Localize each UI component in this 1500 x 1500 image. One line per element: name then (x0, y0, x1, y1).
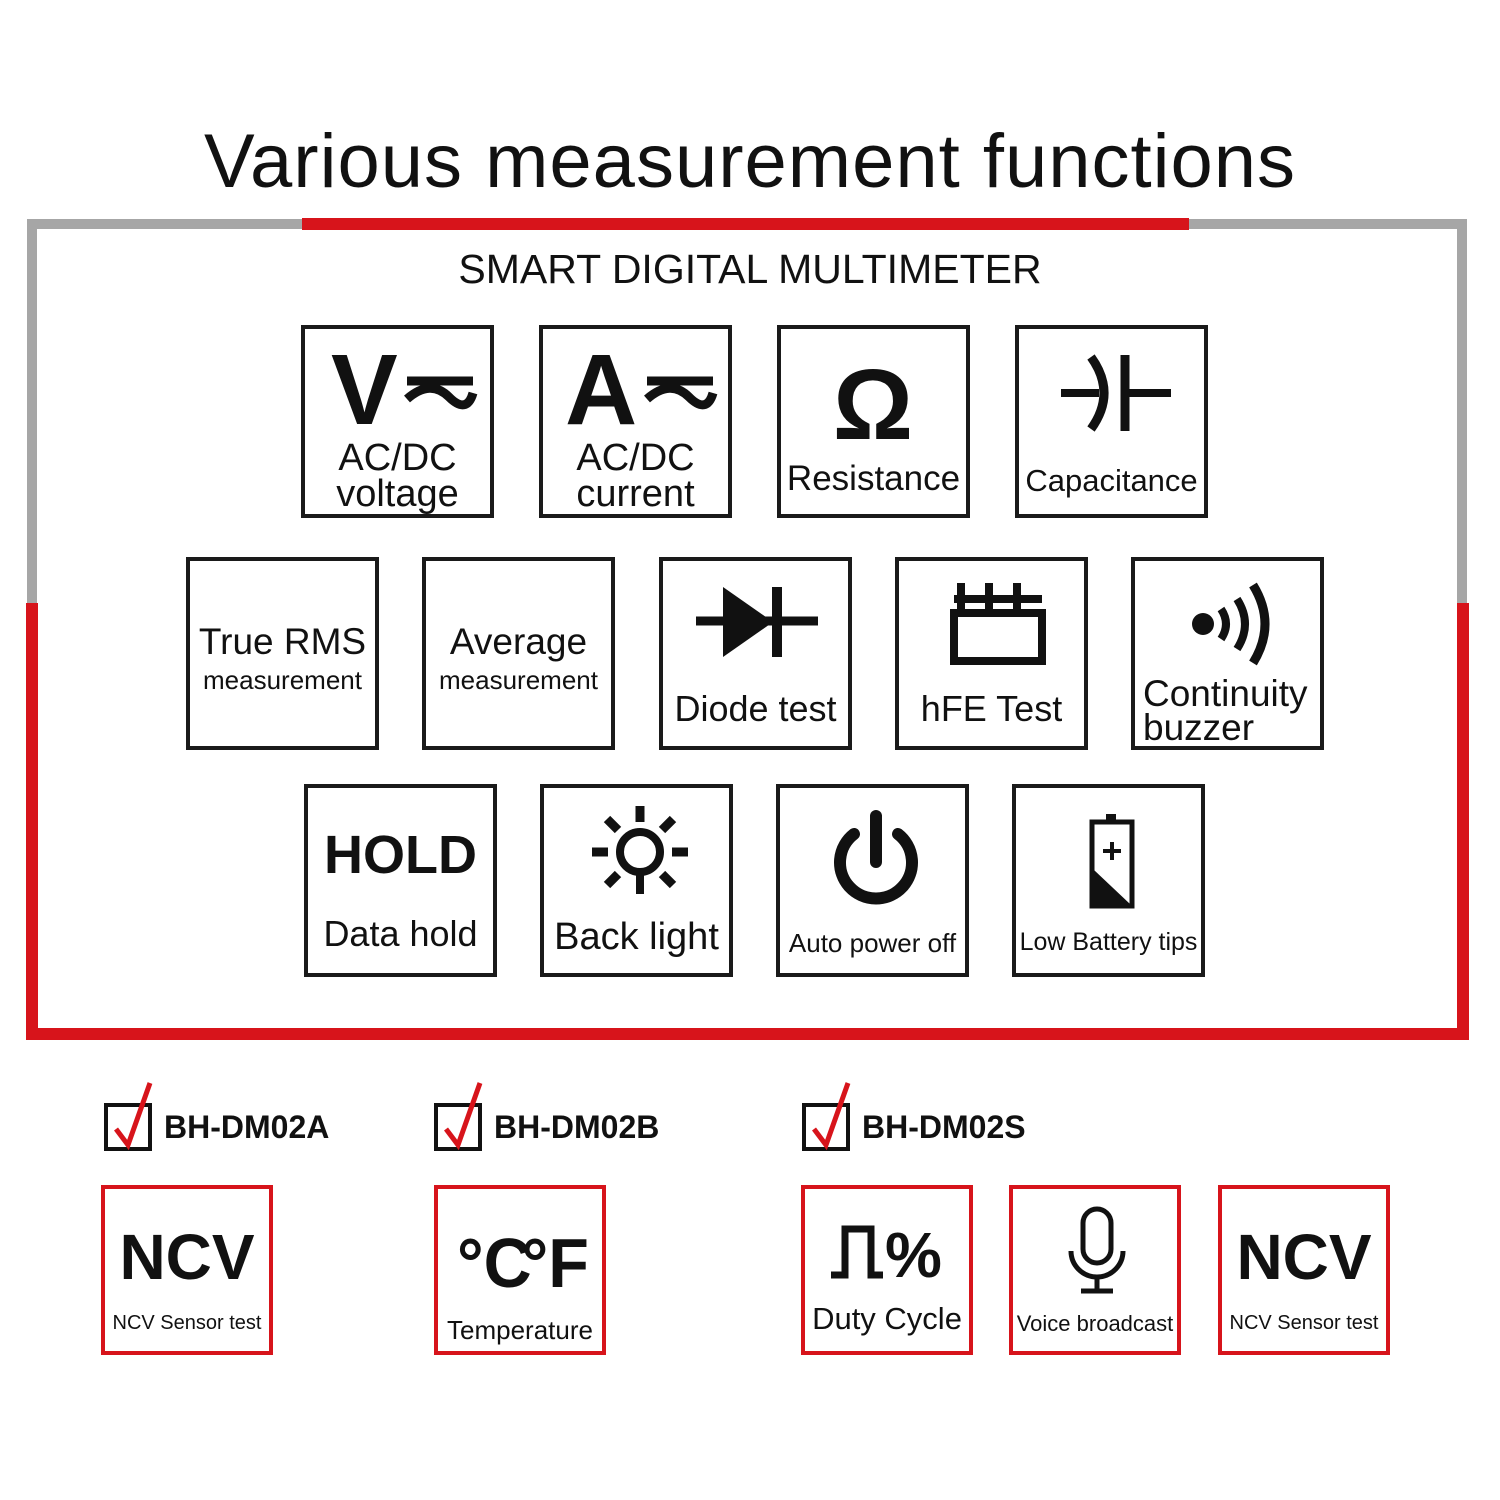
function-ac-dc-current: A AC/DC current (539, 325, 732, 518)
function-label: Diode test (674, 688, 837, 729)
check-mark-icon (114, 1082, 153, 1151)
feature-label: NCV Sensor test (112, 1312, 262, 1334)
function-average: Average measurement (422, 557, 615, 750)
model-bh-dm02s: BH-DM02S (802, 1082, 1026, 1153)
model-name: BH-DM02S (862, 1108, 1026, 1145)
function-low-battery: Low Battery tips (1012, 784, 1205, 977)
checkbox-checked (802, 1082, 851, 1151)
check-mark-icon (444, 1082, 483, 1151)
function-continuity-buzzer: Continuity buzzer (1131, 557, 1324, 750)
function-label-line2: current (576, 473, 695, 515)
model-name: BH-DM02A (164, 1108, 330, 1145)
function-label: hFE Test (920, 688, 1063, 729)
feature-ncv-sensor: NCV NCV Sensor test (101, 1185, 273, 1355)
percent-glyph: % (885, 1219, 942, 1291)
current-ac-dc-icon: A (565, 334, 718, 446)
microphone-icon (1068, 1206, 1126, 1294)
function-resistance: Ω Resistance (777, 325, 970, 518)
feature-label: Duty Cycle (812, 1301, 962, 1336)
function-label-line2: voltage (336, 473, 459, 515)
function-label-line1: Continuity (1143, 673, 1308, 714)
checkbox-checked (104, 1082, 153, 1151)
function-label: Resistance (786, 459, 961, 498)
function-label: Low Battery tips (1019, 928, 1198, 956)
page-title: Various measurement functions (203, 119, 1297, 204)
function-data-hold: HOLD Data hold (304, 784, 497, 977)
temperature-icon: °C °F (457, 1224, 589, 1302)
feature-label: Temperature (447, 1315, 593, 1345)
feature-label: NCV Sensor test (1229, 1312, 1379, 1334)
voltage-glyph: V (331, 334, 398, 446)
feature-temperature: °C °F Temperature (434, 1185, 606, 1355)
ohm-glyph: Ω (833, 349, 913, 461)
checkbox-checked (434, 1082, 483, 1151)
model-bh-dm02a: BH-DM02A (104, 1082, 330, 1153)
function-label-line1: AC/DC (576, 437, 695, 479)
panel-frame (26, 218, 1469, 1040)
function-label: Back light (554, 916, 719, 958)
function-diode-test: Diode test (659, 557, 852, 750)
feature-label: Voice broadcast (1016, 1311, 1174, 1336)
transistor-socket-icon (950, 583, 1046, 665)
function-label-line1: Average (449, 621, 588, 662)
function-back-light: Back light (540, 784, 733, 977)
model-name: BH-DM02B (494, 1108, 660, 1145)
sound-waves-icon (1192, 582, 1270, 666)
celsius-glyph: °C (457, 1224, 532, 1302)
fahrenheit-glyph: °F (522, 1224, 589, 1302)
function-label-line2: measurement (203, 665, 362, 695)
feature-duty-cycle: % Duty Cycle (801, 1185, 973, 1355)
function-label-line2: buzzer (1143, 707, 1255, 748)
ohm-icon: Ω (833, 349, 913, 461)
hold-glyph: HOLD (324, 825, 477, 885)
function-label: Auto power off (788, 928, 957, 958)
diode-icon (696, 587, 818, 657)
capacitor-icon (1061, 354, 1171, 432)
duty-cycle-icon: % (831, 1219, 942, 1291)
panel-subtitle: SMART DIGITAL MULTIMETER (458, 246, 1042, 292)
sun-backlight-icon (592, 806, 688, 894)
function-ac-dc-voltage: V AC/DC voltage (301, 325, 494, 518)
voltage-ac-dc-icon: V (331, 334, 478, 446)
ncv-glyph: NCV (1236, 1221, 1372, 1293)
function-label-line2: measurement (439, 665, 598, 695)
model-bh-dm02b: BH-DM02B (434, 1082, 660, 1153)
feature-ncv-sensor: NCV NCV Sensor test (1218, 1185, 1390, 1355)
function-label: Capacitance (1025, 463, 1198, 498)
feature-voice-broadcast: Voice broadcast (1009, 1185, 1181, 1355)
function-auto-power-off: Auto power off (776, 784, 969, 977)
function-true-rms: True RMS measurement (186, 557, 379, 750)
function-label-line1: True RMS (198, 621, 367, 662)
function-hfe-test: hFE Test (895, 557, 1088, 750)
check-mark-icon (812, 1082, 851, 1151)
ncv-glyph: NCV (119, 1221, 255, 1293)
function-label: Data hold (323, 913, 478, 954)
function-label-line1: AC/DC (338, 437, 457, 479)
current-glyph: A (565, 334, 637, 446)
power-icon (834, 810, 918, 905)
function-capacitance: Capacitance (1015, 325, 1208, 518)
battery-icon (1089, 814, 1135, 909)
